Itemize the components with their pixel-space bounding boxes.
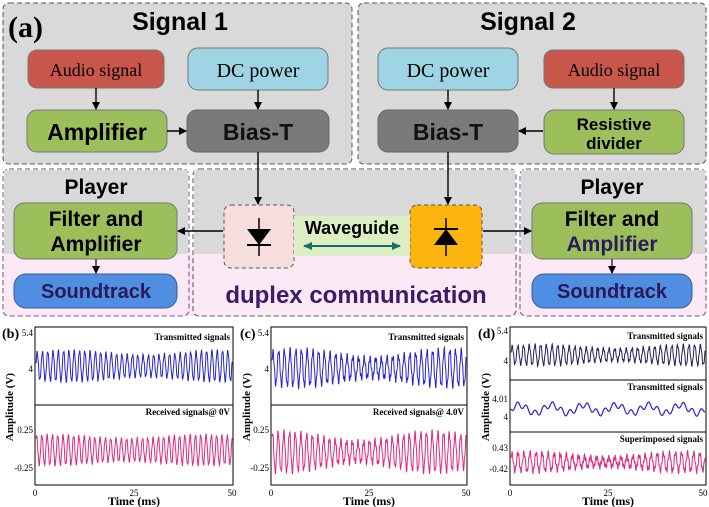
panel-b-transmitted-wave — [35, 348, 233, 384]
panel-c-label: (c) — [240, 327, 256, 342]
panel-d-superimposed-wave — [510, 449, 706, 476]
panel-d-mid-label: Transmitted signals — [627, 382, 703, 392]
panel-b-received-wave — [35, 433, 233, 468]
filter-amp-left-line2: Amplifier — [50, 233, 141, 256]
panel-d-ytick-mid-1: 4.01 — [492, 394, 508, 404]
bias-t-1-label: Bias-T — [223, 119, 293, 145]
panel-d-xlabel: Time (ms) — [582, 494, 634, 507]
panel-d-transmitted-wave-2 — [510, 401, 706, 417]
panel-b-ytick-bot-1: 0.25 — [17, 425, 33, 435]
panel-a-label: (a) — [8, 11, 43, 44]
panel-d-ytick-bot-1: 0.43 — [492, 443, 508, 453]
panel-d-xtick-2: 25 — [604, 488, 614, 498]
panel-c-xtick-1: 0 — [269, 488, 274, 498]
panel-d-ytick-top-1: 5.4 — [497, 326, 509, 336]
panel-c-ylabel: Amplitude (V) — [241, 373, 253, 441]
panel-c-xtick-2: 25 — [365, 488, 375, 498]
player-left-title: Player — [64, 176, 127, 199]
soundtrack-right-box — [531, 273, 693, 309]
panel-c-ytick-bot-1: 0.25 — [253, 425, 269, 435]
player-right-title: Player — [580, 176, 643, 199]
panel-b-top-label: Transmitted signals — [154, 332, 230, 342]
panel-d-top-label: Transmitted signals — [627, 331, 703, 341]
filter-amp-left-line1: Filter and — [49, 208, 144, 231]
panel-b-label: (b) — [2, 327, 19, 342]
panel-c-xlabel: Time (ms) — [343, 494, 395, 507]
panel-a: (a) Signal 1 Signal 2 Audio signal DC po… — [2, 2, 707, 317]
panel-b-ytick-bot-2: -0.25 — [14, 463, 33, 473]
panel-c-ytick-top-1: 5.4 — [258, 328, 270, 338]
soundtrack-left-label: Soundtrack — [41, 281, 152, 303]
panel-c: (c) Transmitted signals Received signals… — [240, 326, 472, 507]
panel-d-xtick-3: 50 — [699, 488, 709, 498]
panel-b-bottom-plot — [34, 404, 234, 486]
player-right-panel — [519, 168, 707, 317]
panel-c-received-wave — [271, 429, 467, 475]
panel-d-ytick-mid-2: 4 — [504, 412, 509, 422]
resistive-divider-line1: Resistive — [577, 115, 652, 134]
panel-c-ytick-bot-2: -0.25 — [250, 463, 269, 473]
signal2-title: Signal 2 — [480, 8, 576, 36]
audio-signal-2-label: Audio signal — [568, 60, 661, 80]
panel-b-xtick-1: 0 — [33, 488, 38, 498]
bias-t-2-label: Bias-T — [413, 119, 483, 145]
panel-d-label: (d) — [478, 327, 495, 342]
panel-b-xtick-3: 50 — [228, 488, 238, 498]
panel-c-transmitted-wave — [271, 345, 467, 390]
panel-c-xtick-3: 50 — [462, 488, 472, 498]
panel-b-ytick-top-1: 5.4 — [22, 328, 34, 338]
panel-d-ytick-top-2: 4 — [504, 356, 509, 366]
soundtrack-left-box — [13, 273, 178, 309]
filter-amp-right-line1: Filter and — [565, 208, 660, 231]
audio-signal-1-label: Audio signal — [50, 60, 143, 80]
resistive-divider-box — [543, 109, 685, 155]
panel-c-ytick-top-2: 4 — [265, 364, 270, 374]
panel-b-ylabel: Amplitude (V) — [4, 373, 16, 441]
resistive-divider-line2: divider — [586, 134, 642, 153]
dc-power-2-label: DC power — [407, 60, 490, 82]
player-left-panel — [2, 168, 190, 317]
panel-c-bottom-label: Received signals@ 4.0V — [373, 407, 465, 417]
dc-power-1-label: DC power — [217, 60, 300, 82]
panel-b-ytick-top-2: 4 — [29, 364, 34, 374]
panel-c-top-label: Transmitted signals — [388, 332, 464, 342]
panel-b: (b) Transmitted signals Received signals… — [2, 326, 238, 507]
diode-right-icon — [434, 218, 458, 256]
diode-left-icon — [247, 218, 271, 256]
panel-d-ylabel: Amplitude (V) — [480, 373, 492, 441]
panel-b-bottom-label: Received signals@ 0V — [146, 407, 231, 417]
panel-b-xtick-2: 25 — [130, 488, 140, 498]
waveguide-label: Waveguide — [305, 218, 399, 238]
amplifier-1-label: Amplifier — [47, 119, 147, 145]
duplex-panel — [192, 168, 517, 317]
filter-amp-right-line2: Amplifier — [566, 233, 657, 256]
duplex-label: duplex communication — [225, 282, 486, 309]
signal1-title: Signal 1 — [132, 8, 228, 36]
panel-d-ytick-bot-2: -0.42 — [489, 464, 508, 474]
panel-d-bottom-label: Superimposed signals — [620, 434, 704, 444]
soundtrack-right-label: Soundtrack — [557, 281, 668, 303]
panel-d-xtick-1: 0 — [508, 488, 513, 498]
panel-b-xlabel: Time (ms) — [108, 494, 160, 507]
panel-d-transmitted-wave-1 — [510, 342, 706, 368]
panel-d: (d) Transmitted signals Transmitted sign… — [478, 326, 708, 507]
